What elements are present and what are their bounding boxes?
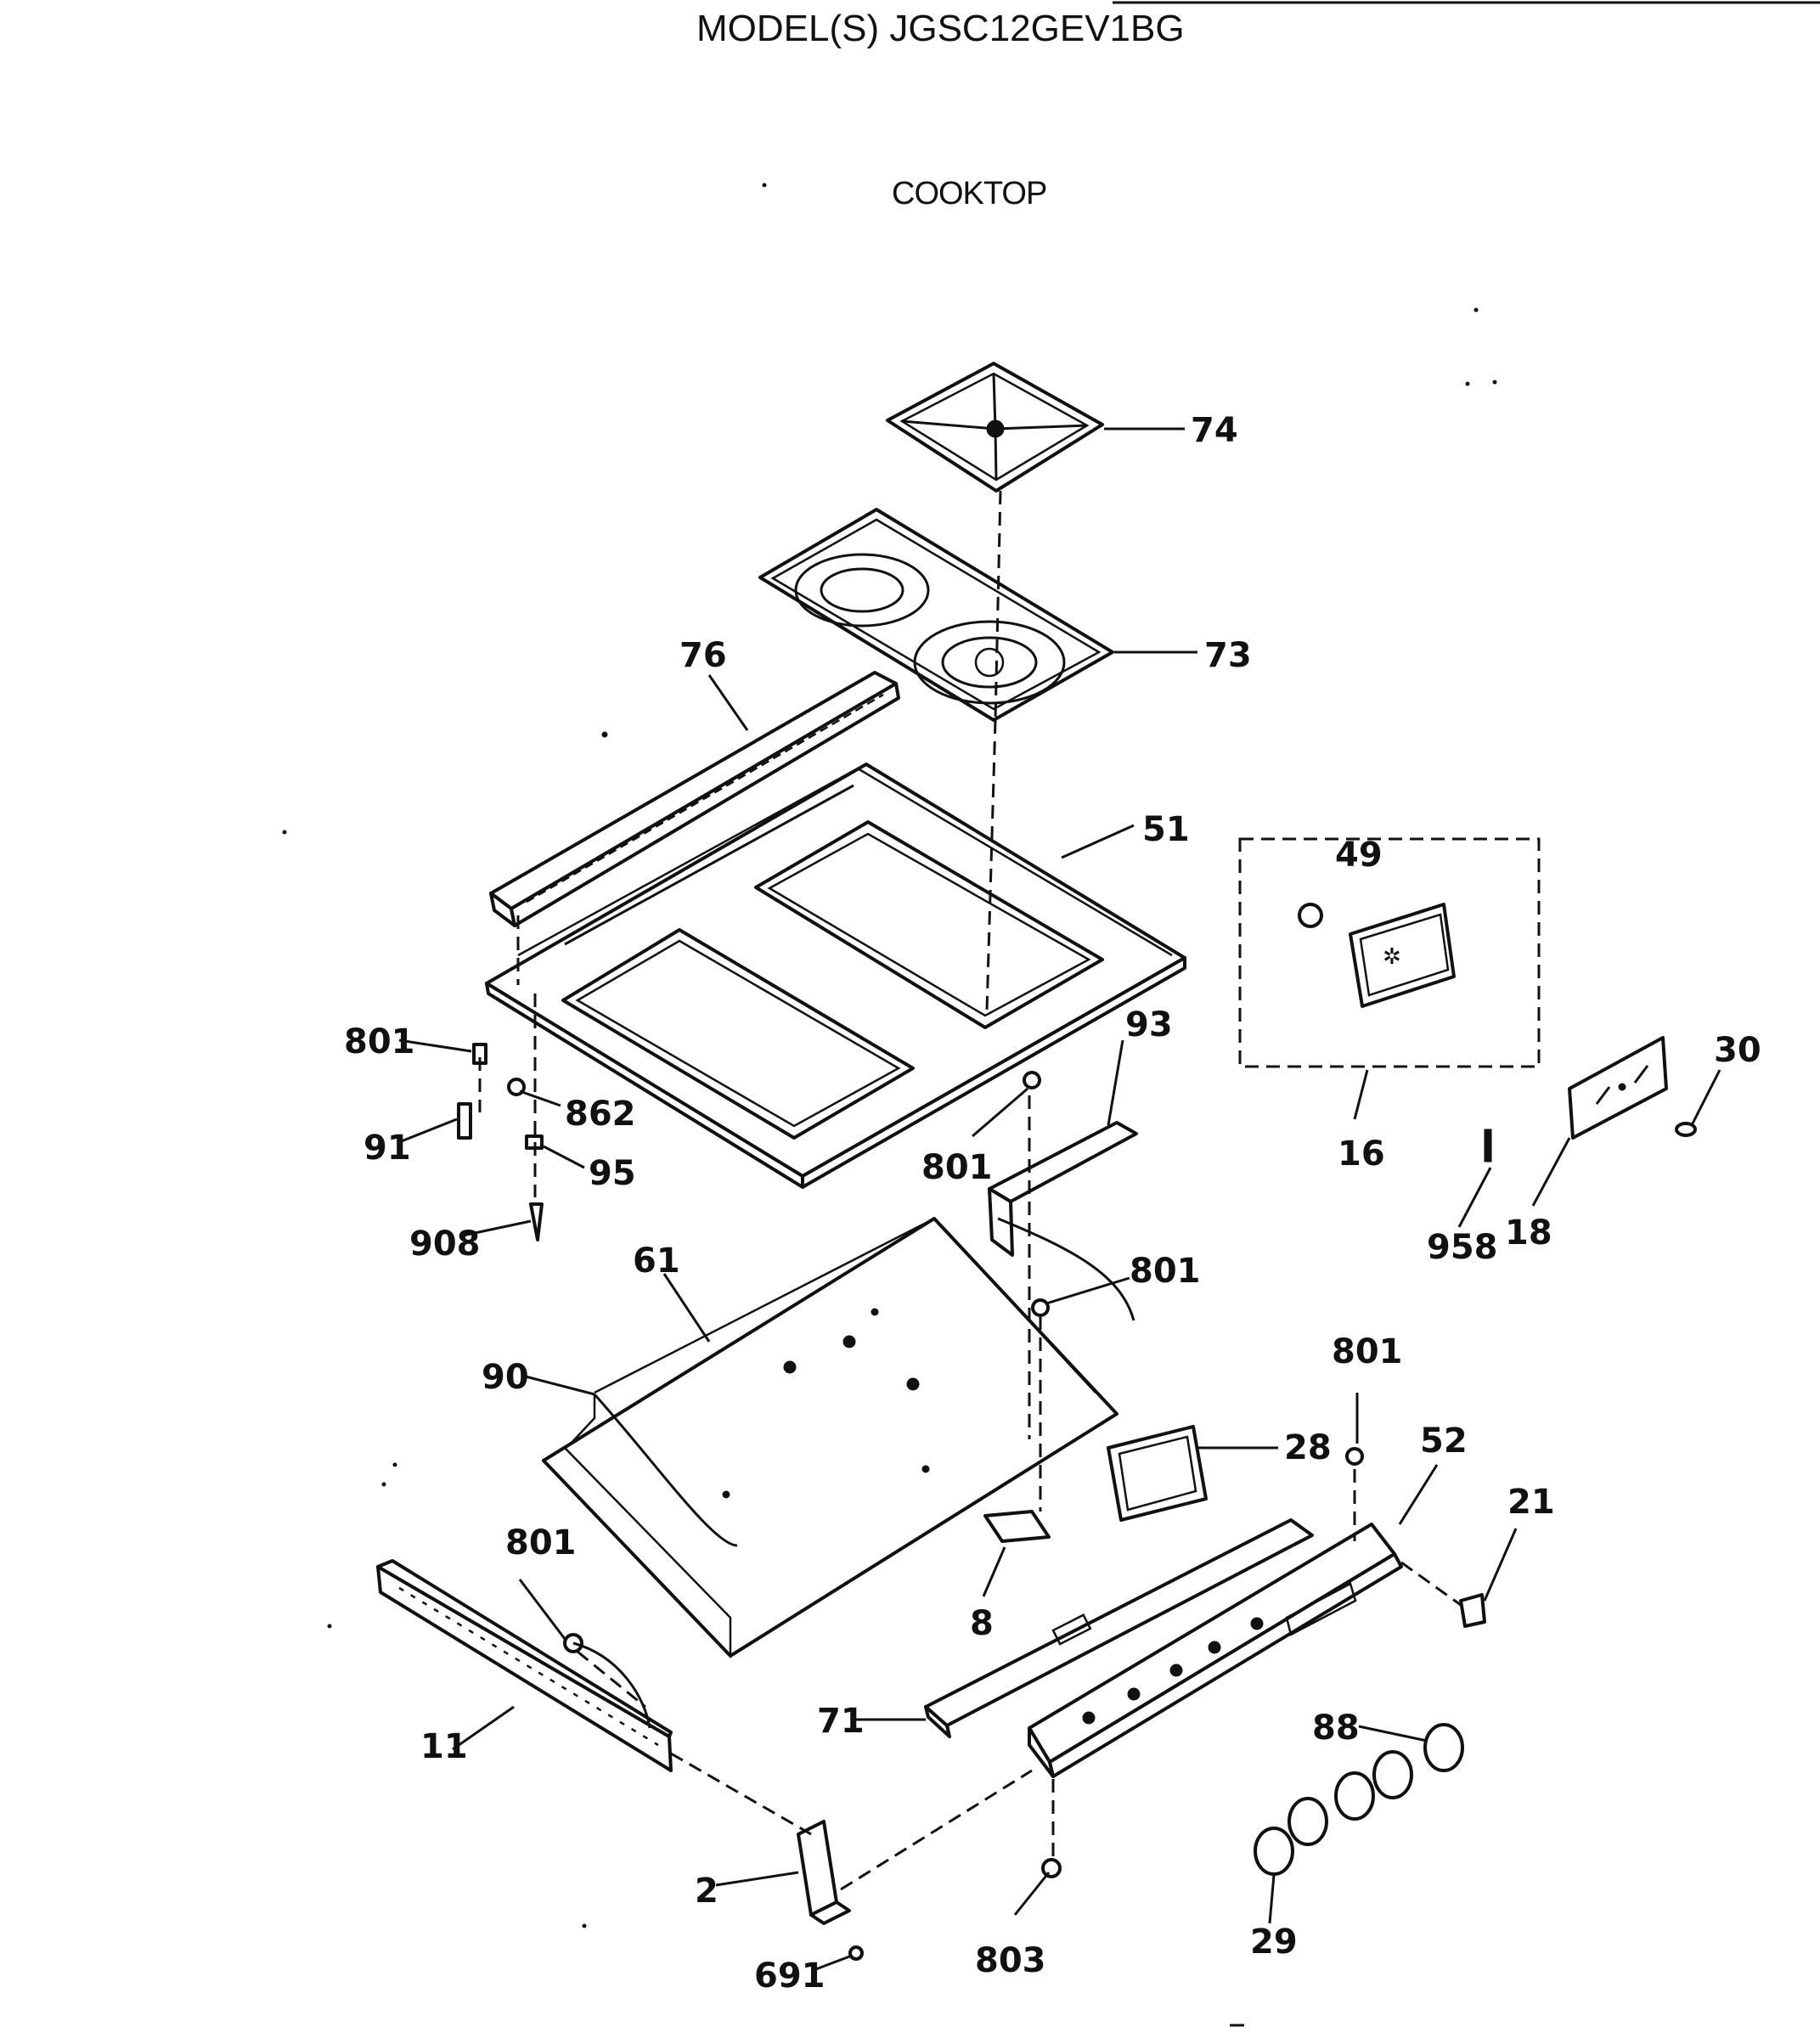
- label-958: 958: [1427, 1228, 1498, 1267]
- panel-brace-71: [924, 1518, 1314, 1738]
- part-958: [1484, 1129, 1492, 1163]
- label-29: 29: [1250, 1923, 1298, 1962]
- gasket-90: [593, 1393, 738, 1547]
- label-95: 95: [589, 1154, 636, 1193]
- bracket-8: [983, 1510, 1051, 1543]
- label-2: 2: [695, 1872, 718, 1911]
- clip-21: [1459, 1593, 1486, 1628]
- alignment-lines: [478, 490, 1462, 1891]
- burner-pan-73: [758, 508, 1114, 722]
- label-801-far-right: 801: [1332, 1332, 1403, 1371]
- label-61: 61: [633, 1241, 680, 1281]
- bracket-28: [1107, 1425, 1208, 1522]
- clock-glyph: ✲: [1383, 944, 1401, 970]
- label-90: 90: [482, 1358, 529, 1397]
- label-691: 691: [754, 1956, 825, 1996]
- part-labels: 74 73 76 51 49 801 862 91 95 908 93 801 …: [344, 411, 1761, 1996]
- clock-assembly-16: ✲: [1238, 837, 1541, 1068]
- label-93: 93: [1125, 1005, 1173, 1044]
- label-73: 73: [1204, 636, 1252, 675]
- label-74: 74: [1191, 411, 1238, 450]
- label-76: 76: [679, 636, 727, 675]
- burner-box-61: [542, 1217, 1118, 1659]
- label-11: 11: [420, 1727, 468, 1766]
- bumper-30: [1675, 1122, 1697, 1137]
- label-18: 18: [1505, 1213, 1552, 1253]
- label-801-center: 801: [921, 1148, 993, 1187]
- label-91: 91: [363, 1129, 411, 1168]
- label-21: 21: [1507, 1483, 1555, 1522]
- label-52: 52: [1420, 1422, 1468, 1461]
- control-panel-52: [1028, 1523, 1403, 1778]
- label-801-right: 801: [1130, 1252, 1201, 1291]
- label-28: 28: [1284, 1428, 1332, 1467]
- label-801-top-left: 801: [344, 1022, 415, 1061]
- leader-lines: [398, 427, 1721, 1972]
- label-71: 71: [817, 1702, 865, 1741]
- scan-specks: [282, 183, 1497, 2027]
- label-8: 8: [970, 1604, 994, 1643]
- grate-74: [886, 362, 1104, 493]
- glass-18: [1568, 1036, 1668, 1140]
- vent-trim-76: [489, 671, 900, 927]
- knobs: [1254, 1723, 1464, 1876]
- label-908: 908: [409, 1224, 481, 1264]
- wire: [997, 1217, 1135, 1321]
- label-49: 49: [1335, 836, 1383, 875]
- side-trim-11: [376, 1559, 673, 1772]
- label-801-bottom-left: 801: [505, 1523, 577, 1562]
- label-16: 16: [1338, 1134, 1385, 1174]
- model-title: MODEL(S) JGSC12GEV1BG: [696, 8, 1185, 49]
- label-862: 862: [565, 1095, 636, 1134]
- label-51: 51: [1142, 810, 1190, 849]
- label-30: 30: [1714, 1031, 1761, 1070]
- section-title: COOKTOP: [892, 176, 1046, 211]
- label-88: 88: [1312, 1709, 1360, 1748]
- bracket-93: [988, 1121, 1138, 1257]
- cooktop-51: [485, 763, 1186, 1189]
- bracket-2: [797, 1820, 851, 1925]
- label-803: 803: [975, 1941, 1046, 1980]
